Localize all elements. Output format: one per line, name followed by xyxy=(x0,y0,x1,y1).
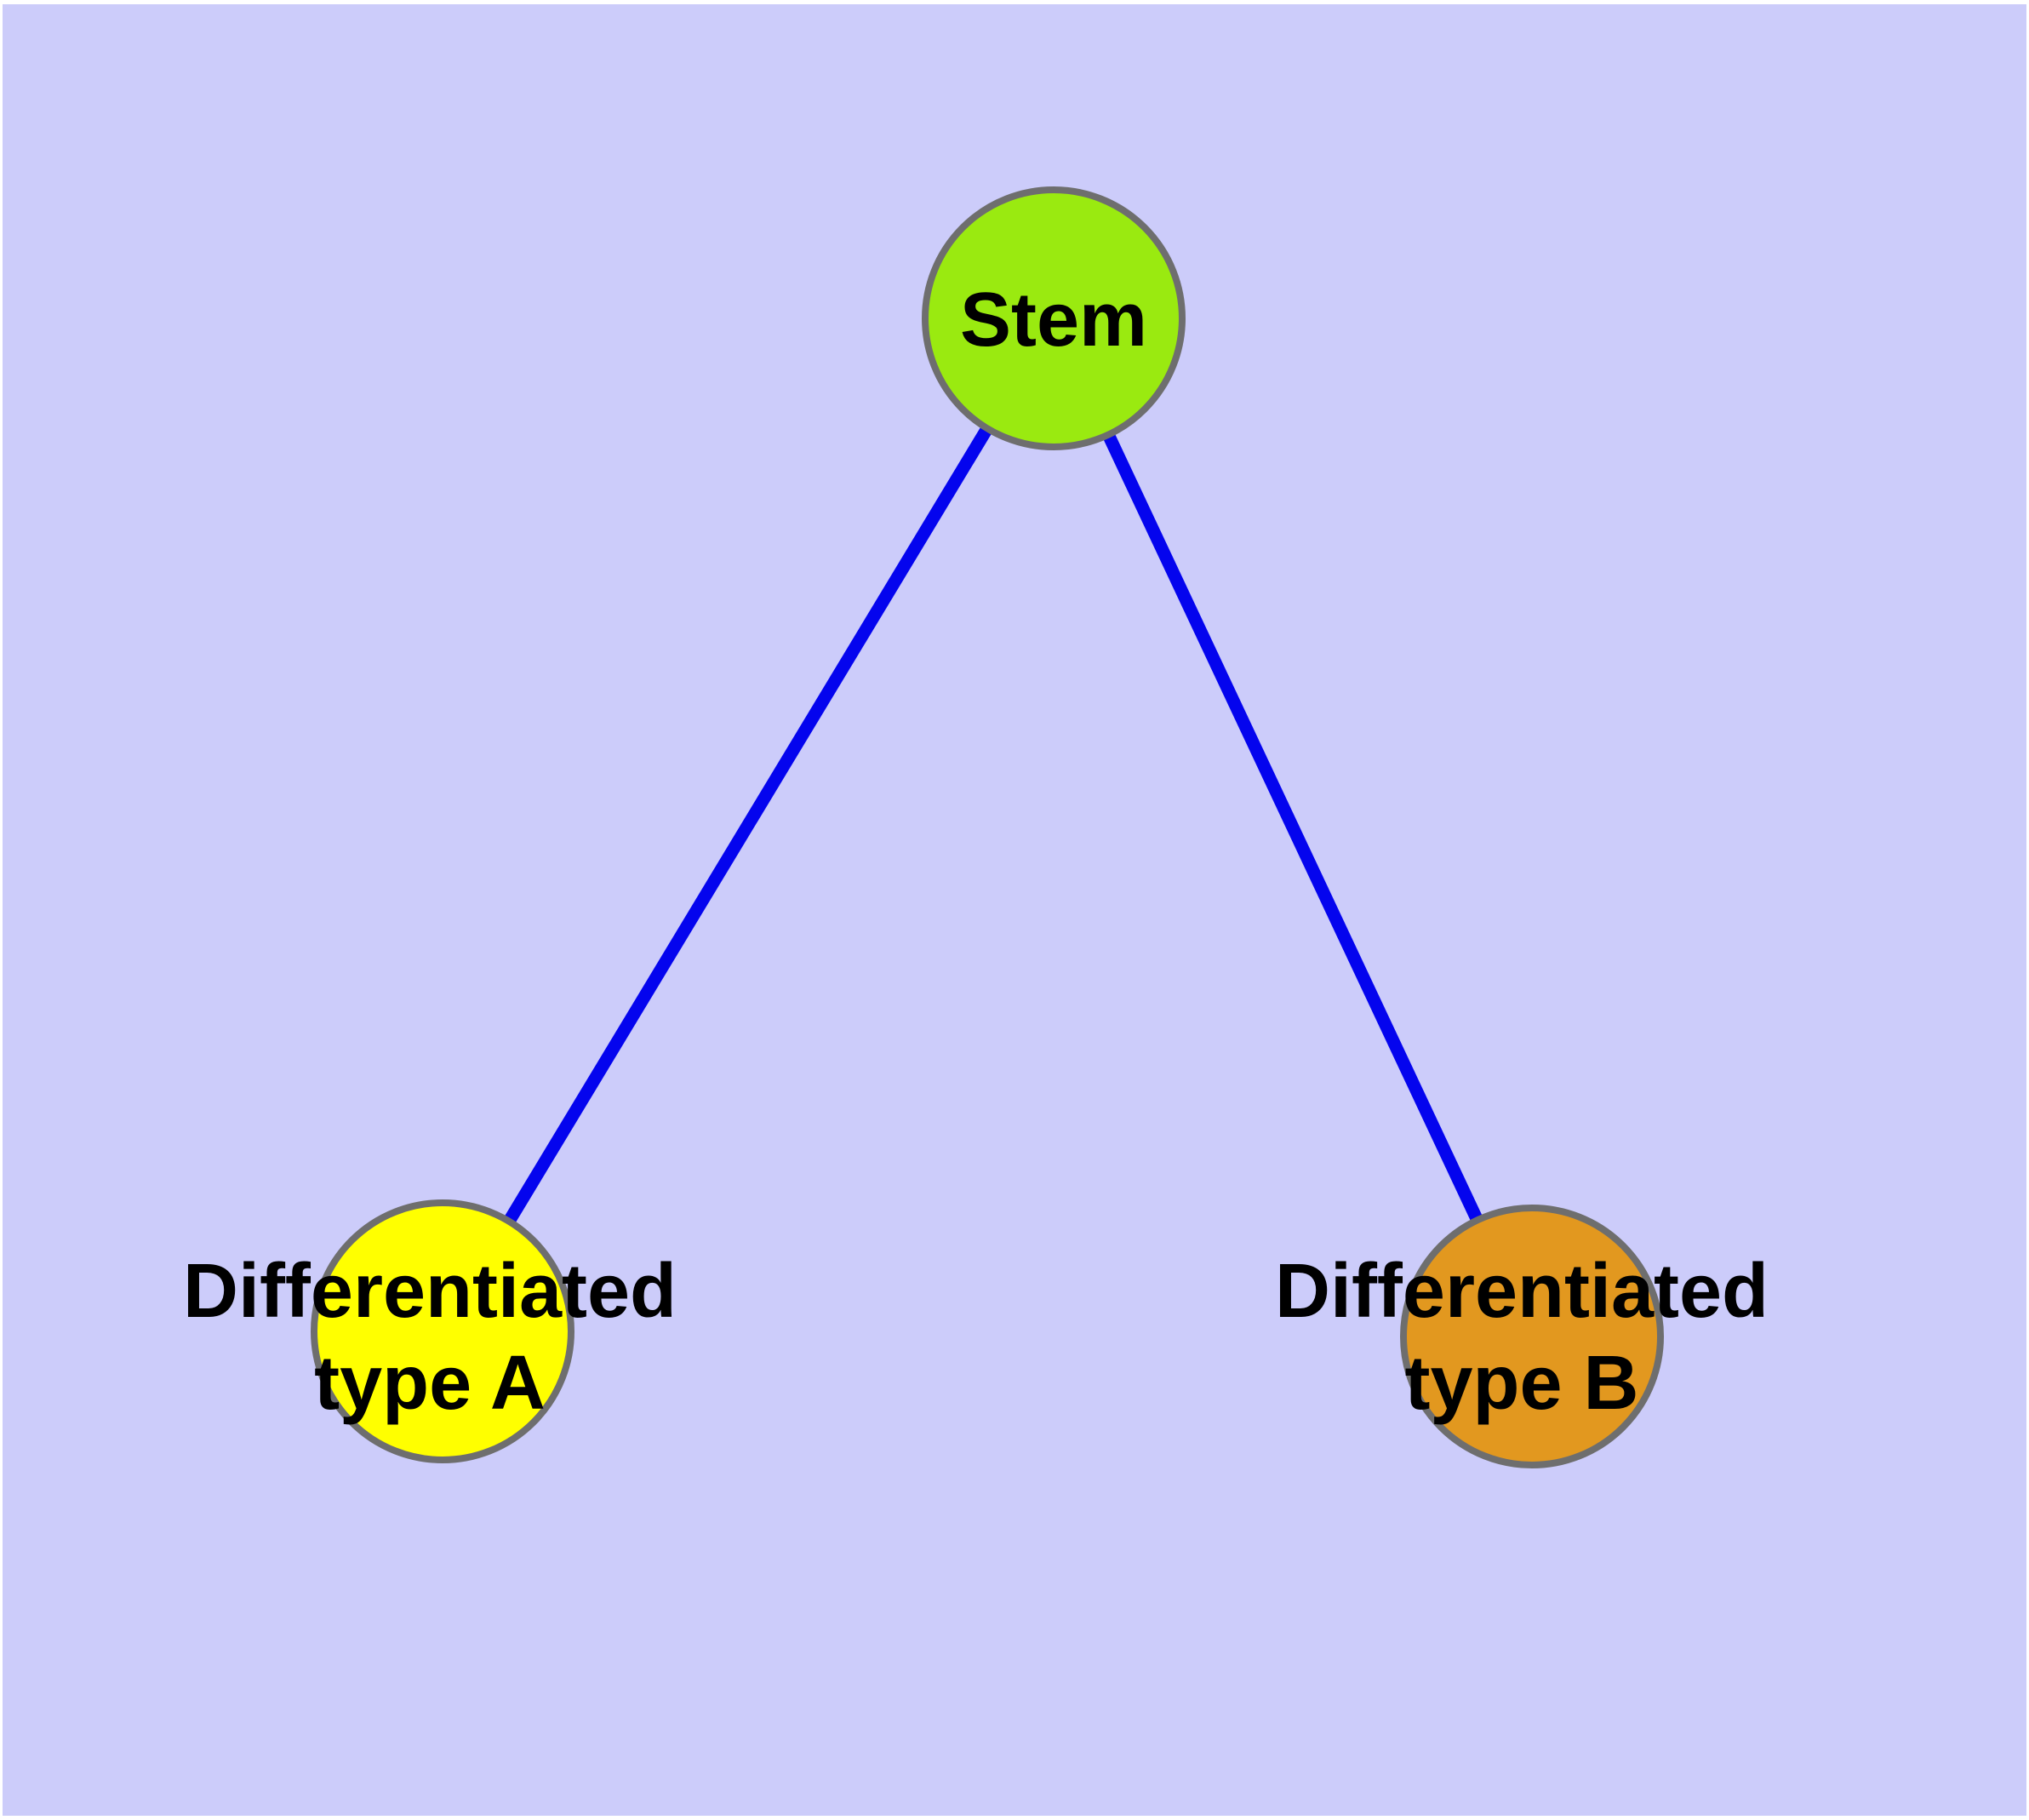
node-layer xyxy=(311,186,1664,1468)
edge-stem-to-type-a xyxy=(437,315,1060,1335)
node-differentiated-type-a-circle xyxy=(311,1199,574,1463)
node-differentiated-type-b-label-line1: Differentiated xyxy=(1275,1249,1769,1334)
edge-stem-to-type-b xyxy=(1048,315,1538,1340)
node-differentiated-type-a-label-line2: type A xyxy=(314,1341,546,1426)
node-differentiated-type-b-label-line2: type B xyxy=(1404,1341,1638,1426)
node-stem-circle xyxy=(922,186,1186,450)
node-differentiated-type-b-circle xyxy=(1400,1205,1664,1468)
node-differentiated-type-a-label-line1: Differentiated xyxy=(183,1249,677,1334)
node-stem-label: Stem xyxy=(960,278,1147,363)
